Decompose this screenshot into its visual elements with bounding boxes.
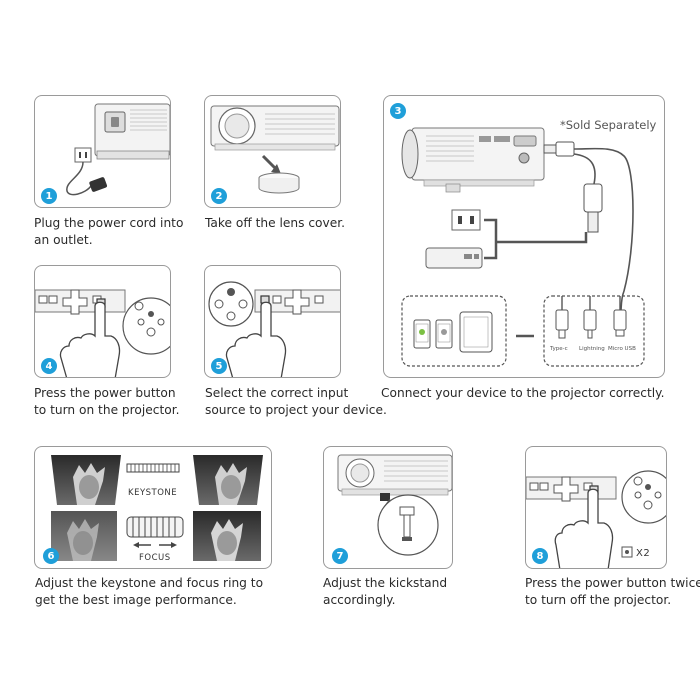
step-5-panel: 5 <box>204 265 341 378</box>
step-6-caption: Adjust the keystone and focus ring to ge… <box>35 576 264 607</box>
step-3-badge: 3 <box>390 103 406 119</box>
keystone-label: KEYSTONE <box>128 488 178 498</box>
lens-cover-icon <box>210 105 340 194</box>
step-6-badge: 6 <box>43 548 59 564</box>
step-2-badge: 2 <box>211 188 227 204</box>
step-6-panel: KEYSTONE FOCUS 6 <box>34 446 272 569</box>
step-8-panel: X2 8 <box>525 446 667 569</box>
power-plug-icon <box>66 103 170 196</box>
step-7-caption: Adjust the kickstand accordingly. <box>323 576 448 607</box>
focus-label: FOCUS <box>139 553 171 563</box>
step-2-caption: Take off the lens cover. <box>205 216 345 230</box>
connector-label-type-c: Type-c <box>550 346 568 352</box>
hdmi-cable-icon <box>401 127 645 367</box>
step-8-badge: 8 <box>532 548 548 564</box>
hand-press-icon <box>35 289 170 377</box>
hand-press-icon <box>208 281 340 377</box>
hand-press-icon <box>526 470 666 568</box>
sold-separately-note: *Sold Separately <box>560 118 657 132</box>
focus-ring-icon <box>126 516 184 538</box>
step-2-panel: 2 <box>204 95 341 208</box>
step-4-caption: Press the power button to turn on the pr… <box>34 386 180 417</box>
step-8-caption: Press the power button twice to turn off… <box>525 576 700 607</box>
step-7-badge: 7 <box>332 548 348 564</box>
connector-label-lightning: Lightning <box>579 346 605 352</box>
step-5-badge: 5 <box>211 358 227 374</box>
step-4-badge: 4 <box>41 358 57 374</box>
step-1-badge: 1 <box>41 188 57 204</box>
step-1-caption: Plug the power cord into an outlet. <box>34 216 184 247</box>
step-3-caption: Connect your device to the projector cor… <box>381 386 665 400</box>
step-3-panel: 3 *Sold Separately Type-c Lightning Micr… <box>383 95 665 378</box>
statue-image-icon <box>51 455 263 561</box>
press-count-label: X2 <box>636 548 651 559</box>
step-5-caption: Select the correct input source to proje… <box>205 386 387 417</box>
step-7-panel: 7 <box>323 446 453 569</box>
kickstand-icon <box>337 454 452 556</box>
connector-label-micro-usb: Micro USB <box>608 346 636 352</box>
step-4-panel: 4 <box>34 265 171 378</box>
step-1-panel: 1 <box>34 95 171 208</box>
